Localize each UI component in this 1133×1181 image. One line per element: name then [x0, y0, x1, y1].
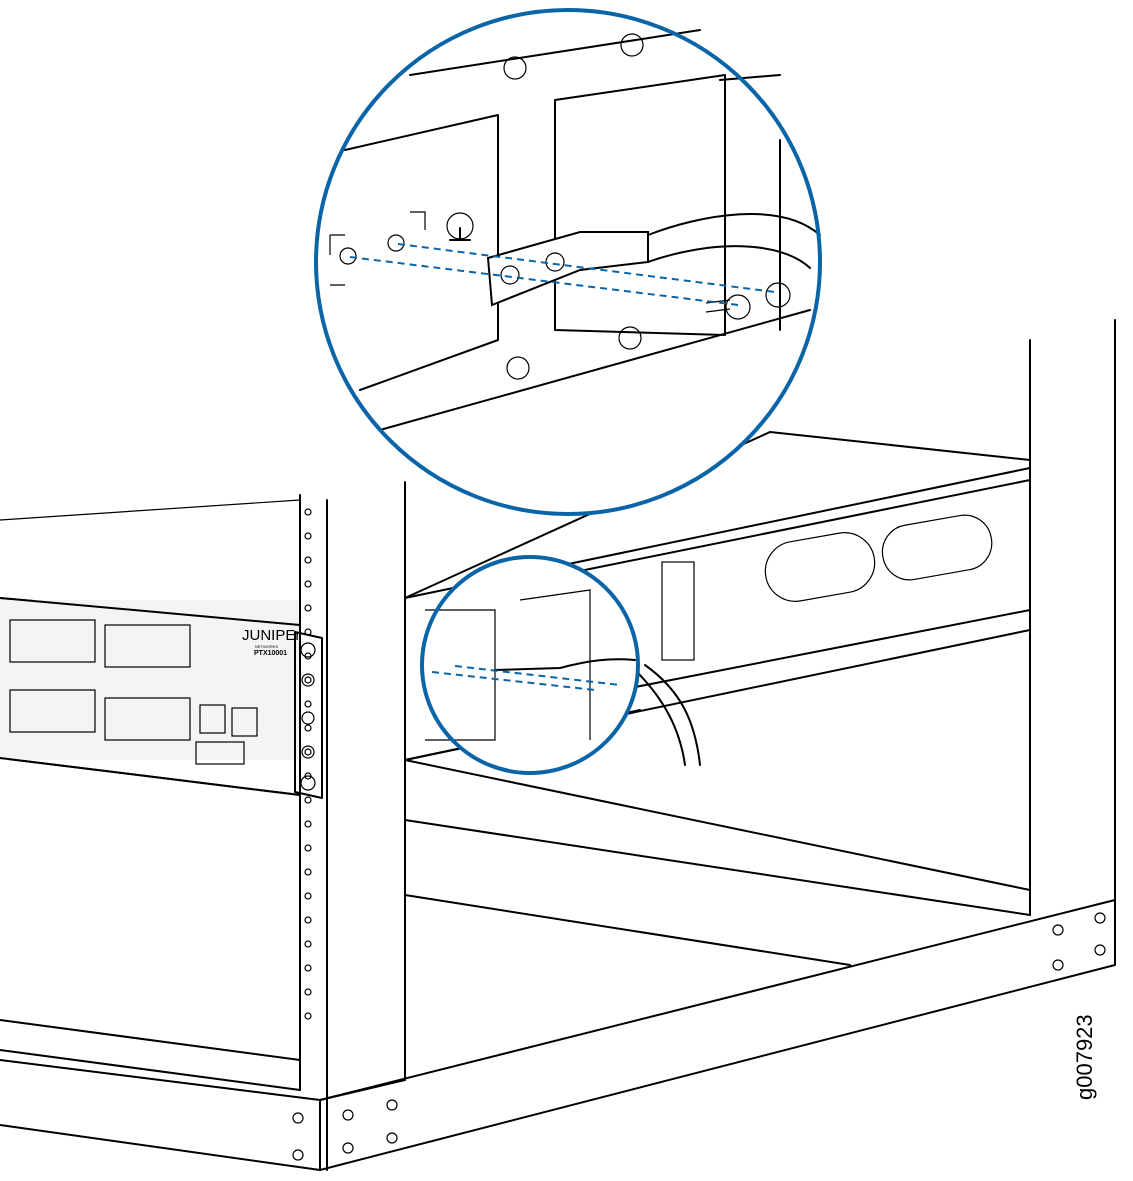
rack-hole: [304, 916, 312, 924]
rack-hole: [304, 844, 312, 852]
rack-hole: [304, 604, 312, 612]
rack-hole: [304, 964, 312, 972]
rack-hole: [304, 556, 312, 564]
rack-hole: [304, 892, 312, 900]
rack-hole: [304, 820, 312, 828]
rack-hole: [304, 796, 312, 804]
rack-hole: [304, 724, 312, 732]
detail-callout-small: [420, 555, 640, 775]
rack-hole: [304, 868, 312, 876]
rack-hole: [304, 652, 312, 660]
rack-hole: [304, 700, 312, 708]
rack-hole: [304, 772, 312, 780]
juniper-logo-sub: NETWORKS: [255, 644, 278, 649]
juniper-logo: JUNIPEr: [242, 627, 300, 644]
rack-hole: [304, 748, 312, 756]
rack-hole: [304, 580, 312, 588]
rack-frame: [0, 319, 1116, 1171]
rack-hole: [304, 508, 312, 516]
figure-id-label: g007923: [1072, 1014, 1097, 1100]
router-chassis: JUNIPEr NETWORKS PTX10001: [0, 499, 323, 799]
rack-hole: [304, 1012, 312, 1020]
device-model-label: PTX10001: [254, 650, 287, 657]
rack-hole: [304, 532, 312, 540]
detail-callout-large: [314, 8, 822, 516]
rack-hole: [304, 676, 312, 684]
rack-hole: [304, 940, 312, 948]
rack-hole: [304, 988, 312, 996]
rack-hole: [304, 628, 312, 636]
